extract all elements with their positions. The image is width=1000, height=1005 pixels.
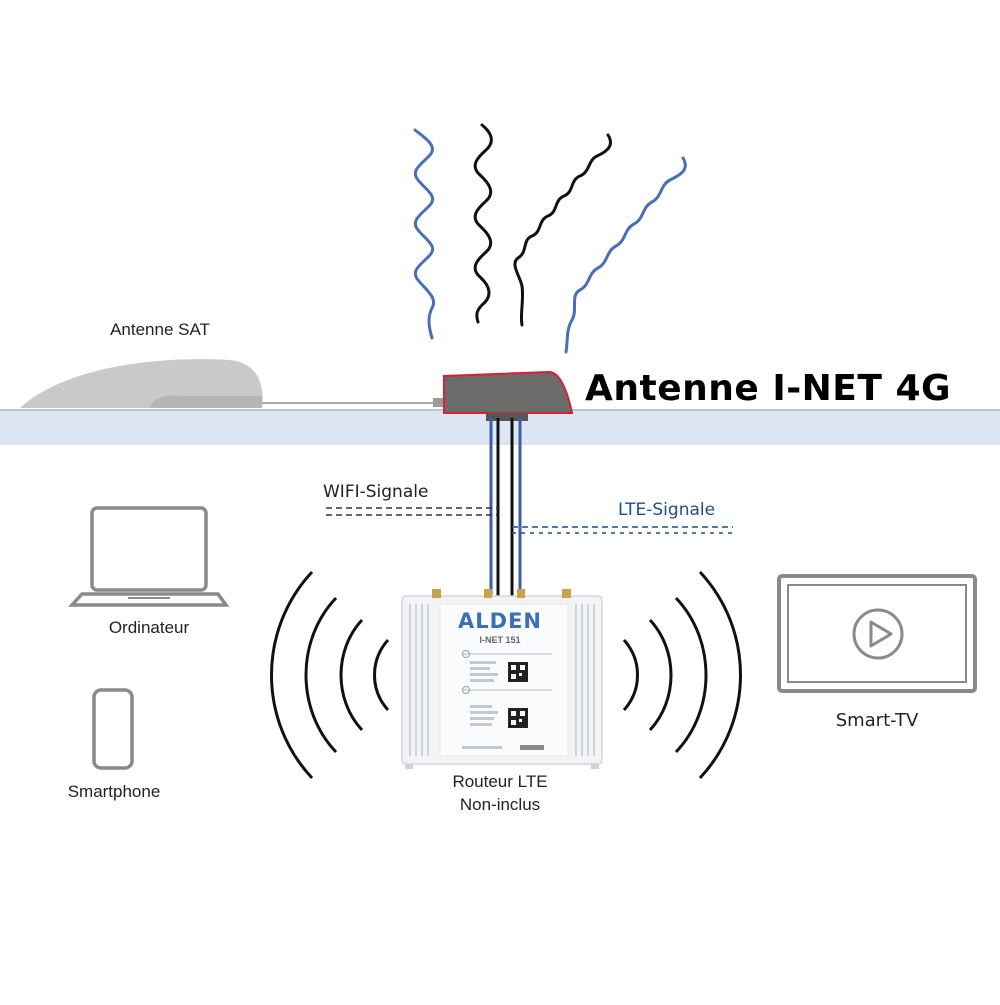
router-model: I-NET 151	[479, 635, 520, 645]
radio-waves	[413, 123, 687, 354]
qr-code-icon	[508, 662, 528, 682]
wave-black-2	[513, 133, 612, 327]
smartphone-label: Smartphone	[67, 782, 161, 801]
laptop-icon	[68, 506, 230, 607]
qr-code-icon	[508, 708, 528, 728]
page-title: Antenne I-NET 4G	[585, 368, 952, 409]
antenna-cables	[489, 418, 522, 598]
computer-label: Ordinateur	[108, 618, 190, 637]
wave-blue-1	[413, 128, 435, 340]
router-label-line1: Routeur LTE	[452, 772, 548, 791]
wave-black-1	[473, 123, 493, 324]
wifi-arcs-left	[270, 570, 390, 780]
ce-mark-icon	[520, 745, 544, 750]
router-label-line2: Non-inclus	[459, 795, 541, 814]
wifi-arcs-right	[622, 570, 742, 780]
inet-antenna-icon	[443, 370, 574, 421]
play-icon	[852, 608, 904, 660]
wifi-signal-label: WIFI-Signale	[323, 482, 429, 502]
lte-signal-label: LTE-Signale	[618, 500, 716, 520]
smart-tv-icon	[777, 574, 977, 693]
wave-blue-2	[564, 156, 687, 354]
router-brand: ALDEN	[458, 609, 542, 633]
router-device: ALDEN I-NET 151	[401, 589, 603, 769]
smartphone-icon	[92, 688, 134, 770]
sat-antenna-label: Antenne SAT	[110, 320, 210, 339]
sat-antenna-icon	[20, 359, 443, 408]
smart-tv-label: Smart-TV	[835, 710, 919, 731]
signal-lines	[326, 507, 733, 534]
